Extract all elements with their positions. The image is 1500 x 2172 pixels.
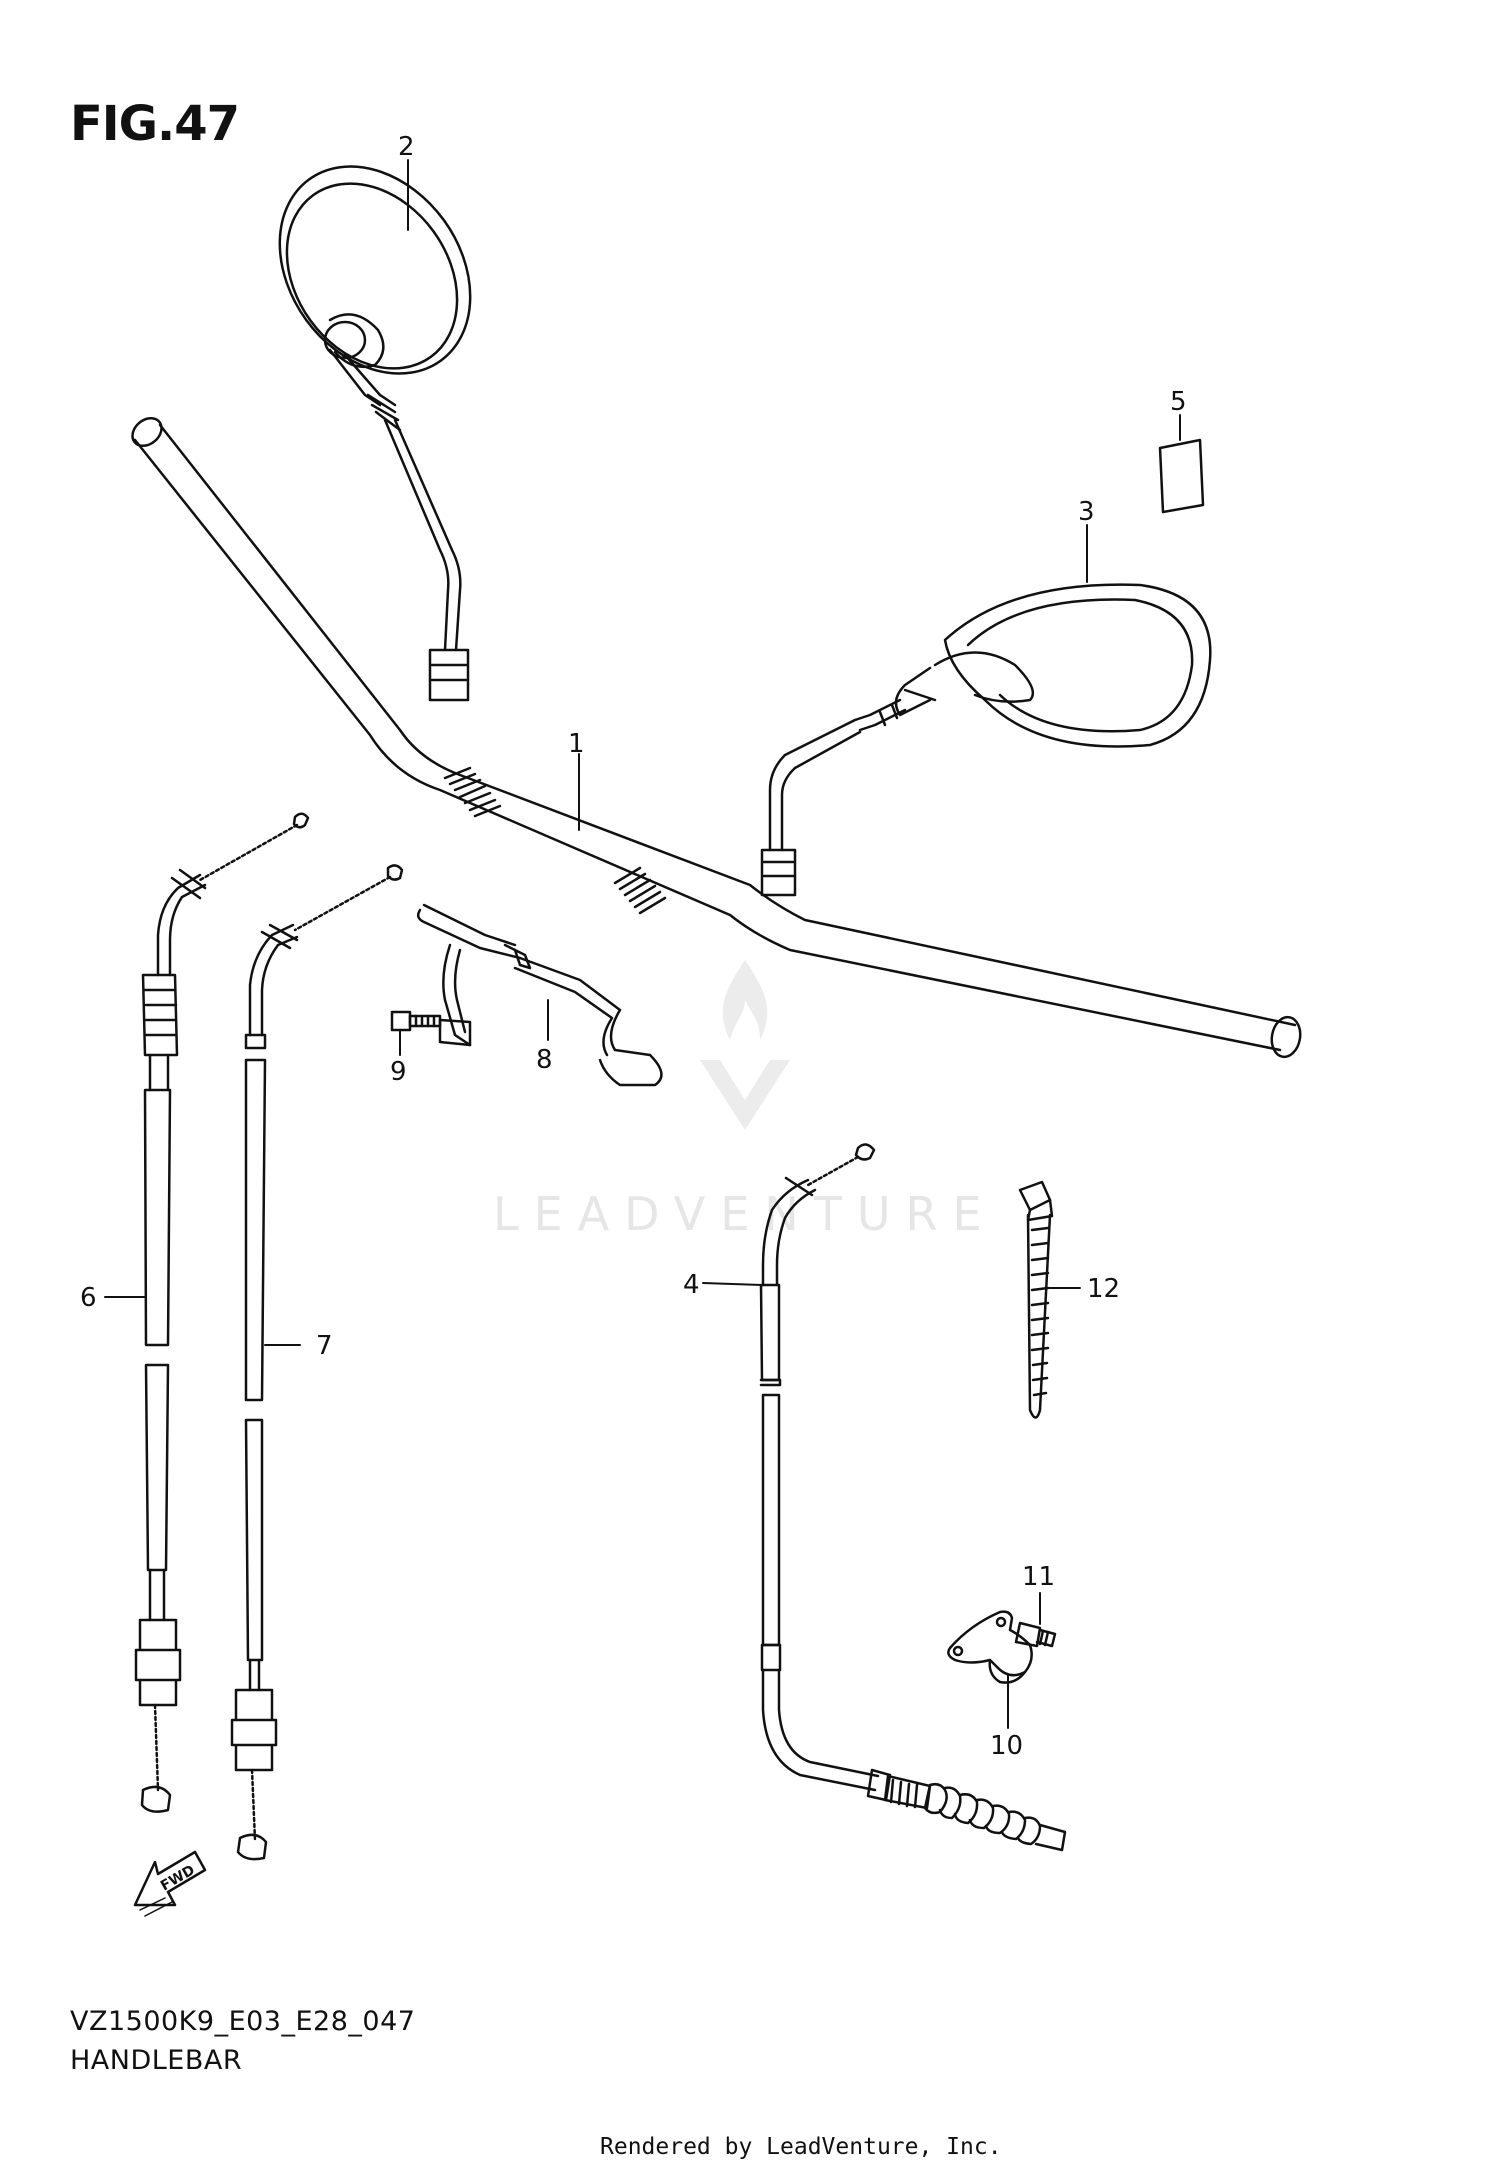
figure-title: FIG.47 bbox=[70, 96, 240, 152]
clutch-cable bbox=[759, 1143, 1067, 1852]
watermark-flame-icon bbox=[722, 960, 768, 1040]
callout-labels: 1 2 3 4 5 6 7 8 9 10 11 12 bbox=[80, 132, 1187, 1761]
cable-tie bbox=[1018, 1180, 1054, 1419]
fwd-arrow-icon bbox=[133, 1850, 207, 1917]
model-code: VZ1500K9_E03_E28_047 bbox=[70, 2006, 416, 2037]
callout-leaders bbox=[104, 159, 1181, 1729]
mirror-left bbox=[278, 165, 472, 702]
callout-7: 7 bbox=[316, 1331, 333, 1361]
callout-4: 4 bbox=[683, 1270, 700, 1300]
guide-screw bbox=[390, 1010, 442, 1032]
watermark-logo bbox=[700, 1060, 790, 1130]
callout-1: 1 bbox=[568, 729, 585, 759]
knurl-band-2 bbox=[613, 866, 667, 915]
callout-8: 8 bbox=[536, 1045, 553, 1075]
callout-5: 5 bbox=[1170, 387, 1187, 417]
handlebar bbox=[131, 416, 1302, 1059]
throttle-cable-pull bbox=[134, 812, 310, 1813]
throttle-cable-return bbox=[230, 864, 404, 1861]
knurl-band-1 bbox=[443, 766, 502, 818]
callout-3: 3 bbox=[1078, 497, 1095, 527]
callout-2: 2 bbox=[398, 132, 415, 162]
clamp-bolt bbox=[1014, 1621, 1057, 1648]
mirror-right bbox=[760, 583, 1212, 897]
callout-9: 9 bbox=[390, 1057, 407, 1087]
callout-12: 12 bbox=[1087, 1274, 1120, 1304]
watermark-text: LEADVENTURE bbox=[493, 1187, 997, 1241]
cable-guide bbox=[416, 903, 663, 1087]
render-credit: Rendered by LeadVenture, Inc. bbox=[600, 2134, 1002, 2160]
cable-clamp bbox=[947, 1610, 1033, 1684]
watermark: LEADVENTURE bbox=[493, 960, 997, 1241]
callout-6: 6 bbox=[80, 1283, 97, 1313]
label-plate bbox=[1158, 438, 1205, 514]
callout-10: 10 bbox=[990, 1731, 1023, 1761]
section-name: HANDLEBAR bbox=[70, 2045, 243, 2076]
callout-11: 11 bbox=[1022, 1562, 1055, 1592]
